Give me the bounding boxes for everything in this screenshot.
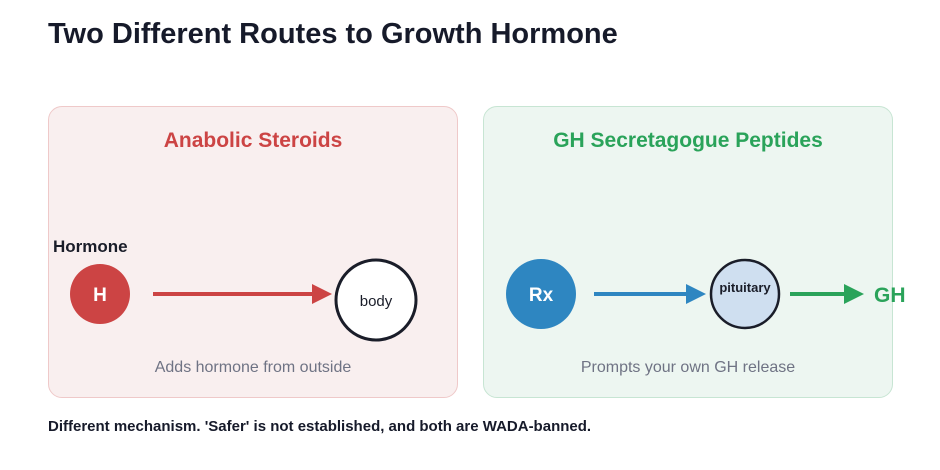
peptides-heading: GH Secretagogue Peptides (553, 129, 823, 152)
steroids-caption: Adds hormone from outside (154, 359, 352, 376)
footer-note: Different mechanism. 'Safer' is not esta… (48, 418, 592, 435)
steroids-heading: Anabolic Steroids (163, 129, 343, 152)
peptides-panel: GH Secretagogue Peptides Prompts your ow… (483, 106, 893, 398)
steroids-panel: Anabolic Steroids Adds hormone from outs… (48, 106, 458, 398)
hormone-label: Hormone (53, 237, 128, 256)
peptides-caption: Prompts your own GH release (580, 359, 796, 376)
page-title: Two Different Routes to Growth Hormone (48, 18, 618, 50)
